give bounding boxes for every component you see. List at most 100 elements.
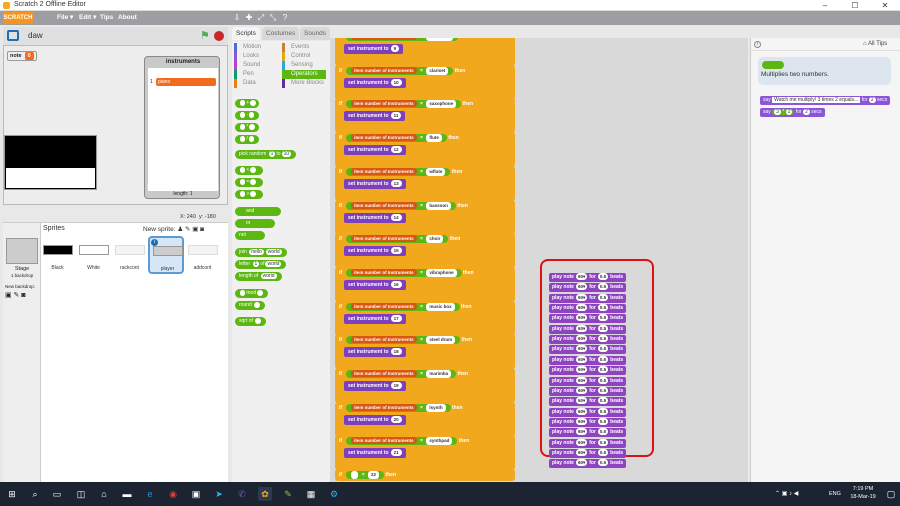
list-item[interactable]: piano bbox=[156, 78, 216, 86]
explorer-icon[interactable]: ▬ bbox=[122, 489, 132, 499]
add-instrument-text[interactable]: add instrument bbox=[154, 170, 212, 179]
equals-block[interactable]: = bbox=[235, 178, 263, 187]
edge-icon[interactable]: e bbox=[147, 489, 153, 499]
shopping-icon[interactable]: ⌂ bbox=[101, 489, 107, 499]
teams-icon[interactable]: ▣ bbox=[191, 489, 201, 499]
tab-sounds[interactable]: Sounds bbox=[300, 27, 331, 40]
category-looks[interactable]: Looks bbox=[234, 52, 278, 61]
tab-costumes[interactable]: Costumes bbox=[262, 27, 300, 40]
sqrt-block[interactable]: sqrt of bbox=[235, 317, 266, 326]
green-flag-icon[interactable]: ⚑ bbox=[200, 30, 210, 42]
search-icon[interactable]: ⌕ bbox=[32, 489, 38, 499]
or-block[interactable]: or bbox=[235, 219, 275, 228]
mod-block[interactable]: mod bbox=[235, 289, 268, 298]
category-operators[interactable]: Operators bbox=[282, 70, 326, 79]
round-block[interactable]: round bbox=[235, 301, 265, 310]
sprite-black[interactable]: Black bbox=[40, 237, 75, 273]
sprite-addcont[interactable]: addcont bbox=[185, 237, 220, 273]
stage-thumbnail[interactable] bbox=[6, 238, 38, 264]
category-motion[interactable]: Motion bbox=[234, 43, 278, 52]
notepad-icon[interactable]: ✎ bbox=[284, 489, 292, 499]
delete-icon[interactable]: ✚ bbox=[245, 13, 253, 22]
stop-icon[interactable] bbox=[214, 31, 224, 41]
all-tips-link[interactable]: ⌂ All Tips bbox=[863, 41, 888, 47]
sprite-white[interactable]: White bbox=[76, 237, 111, 273]
scratch-logo[interactable]: SCRATCH bbox=[3, 12, 33, 24]
subtract-block[interactable]: - bbox=[235, 111, 259, 120]
language-indicator[interactable]: ENG bbox=[829, 491, 841, 497]
menu-edit[interactable]: Edit ▾ bbox=[79, 14, 97, 21]
maximize-button[interactable]: ☐ bbox=[851, 1, 859, 10]
divide-block[interactable]: / bbox=[235, 135, 259, 144]
sprite-player[interactable]: i player bbox=[148, 236, 184, 274]
tab-scripts[interactable]: Scripts bbox=[232, 27, 260, 40]
backdrop-tools-icon[interactable]: ▣ ✎ ◙ bbox=[5, 292, 26, 299]
length-of-block[interactable]: length of world bbox=[235, 272, 282, 281]
menu-about[interactable]: About bbox=[118, 14, 137, 21]
clock[interactable]: 7:19 PM 18-Mar-19 bbox=[843, 485, 883, 501]
close-button[interactable]: ✕ bbox=[881, 1, 889, 10]
notification-icon[interactable]: ▢ bbox=[886, 489, 896, 499]
help-icon[interactable]: ? bbox=[282, 13, 288, 22]
menu-tips[interactable]: Tips bbox=[100, 14, 114, 21]
sprite-tools-icon[interactable]: ♟ ✎ ▣ ◙ bbox=[177, 226, 205, 233]
task-view-icon[interactable]: ▭ bbox=[52, 489, 62, 499]
viber-icon[interactable]: ✆ bbox=[238, 489, 246, 499]
category-more-blocks[interactable]: More Blocks bbox=[282, 79, 326, 88]
info-icon[interactable]: i bbox=[151, 239, 158, 246]
category-sensing[interactable]: Sensing bbox=[282, 61, 326, 70]
shrink-icon[interactable]: ⤡ bbox=[269, 13, 277, 22]
grow-icon[interactable]: ⤢ bbox=[257, 13, 265, 22]
show-hide-rack-text[interactable]: show/hide the rack bbox=[146, 182, 220, 191]
telegram-icon[interactable]: ➤ bbox=[215, 489, 223, 499]
sprite-rackcont[interactable]: rackcont bbox=[112, 237, 147, 273]
tray-icons[interactable]: ⌃ ▣ ♪ ◀ bbox=[775, 491, 799, 497]
add-block[interactable]: + bbox=[235, 99, 259, 108]
presentation-mode-icon[interactable] bbox=[7, 30, 19, 41]
not-block[interactable]: not bbox=[235, 231, 265, 240]
settings-icon[interactable]: ⚙ bbox=[329, 489, 339, 499]
